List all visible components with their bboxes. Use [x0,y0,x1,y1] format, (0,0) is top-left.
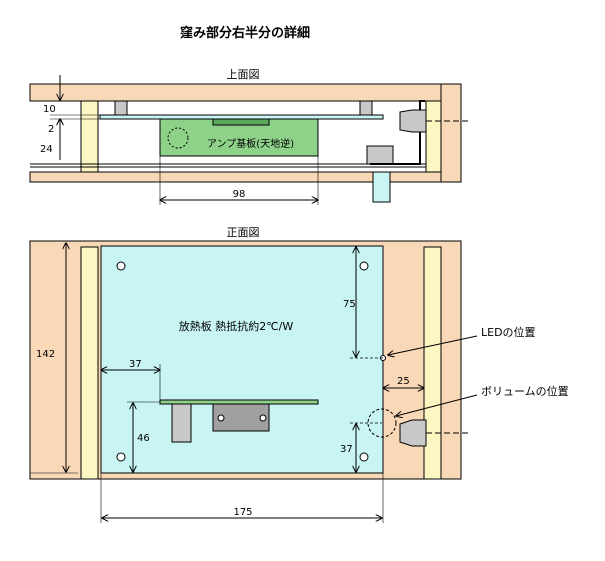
led-body [399,109,427,133]
top-view-caption: 上面図 [227,68,260,81]
hole-bl [116,452,126,462]
dim-175: 175 [233,507,252,518]
amp-board-label: アンプ基板(天地逆) [207,137,294,150]
front-view-caption: 正面図 [227,226,260,239]
led-callout-line [388,335,478,355]
heatsink-panel [100,245,384,474]
dim-142: 142 [36,349,55,360]
right-post [425,100,442,173]
dim-24: 24 [40,144,53,155]
right-wood-end [440,83,462,183]
knob-shaft [372,171,391,203]
transistor [171,403,192,443]
ic-hole-right [259,414,267,422]
dim-25: 25 [397,376,410,387]
hole-tr [359,261,369,271]
standoff-left [114,100,128,116]
dim-37-right: 37 [340,444,353,455]
top-rail [29,83,462,102]
dim-46: 46 [137,433,150,444]
heatsink-label: 放熱板 熱抵抗約2℃/W [179,319,294,333]
hole-tl [116,261,126,271]
heatsink-plate-top [99,114,384,120]
dim-37-top: 37 [129,359,142,370]
front-left-post [80,246,99,480]
diagram-title: 窪み部分右半分の詳細 [180,25,310,41]
volume-circle [367,408,397,438]
standoff-right [359,100,373,116]
dim-75: 75 [343,299,356,310]
led-label: LEDの位置 [481,325,536,339]
dim-98: 98 [233,189,246,200]
volume-knob [399,419,427,447]
dim-10: 10 [43,104,56,115]
volume-callout-line [396,394,478,416]
front-view: 正面図 放熱板 熱抵抗約2℃/W 142 [29,226,569,523]
board-circle [167,127,189,149]
front-right-post [423,246,442,480]
top-view: 上面図 アンプ基板(天地逆) 10 [29,68,468,205]
board-edge [159,399,319,405]
bottom-rail [29,171,462,183]
dim-2: 2 [48,124,54,135]
volume-label: ボリュームの位置 [481,384,569,398]
hole-br [359,452,369,462]
volume-body [366,145,394,165]
left-post [80,100,99,173]
ic-hole-left [217,414,225,422]
board-component [212,118,270,126]
